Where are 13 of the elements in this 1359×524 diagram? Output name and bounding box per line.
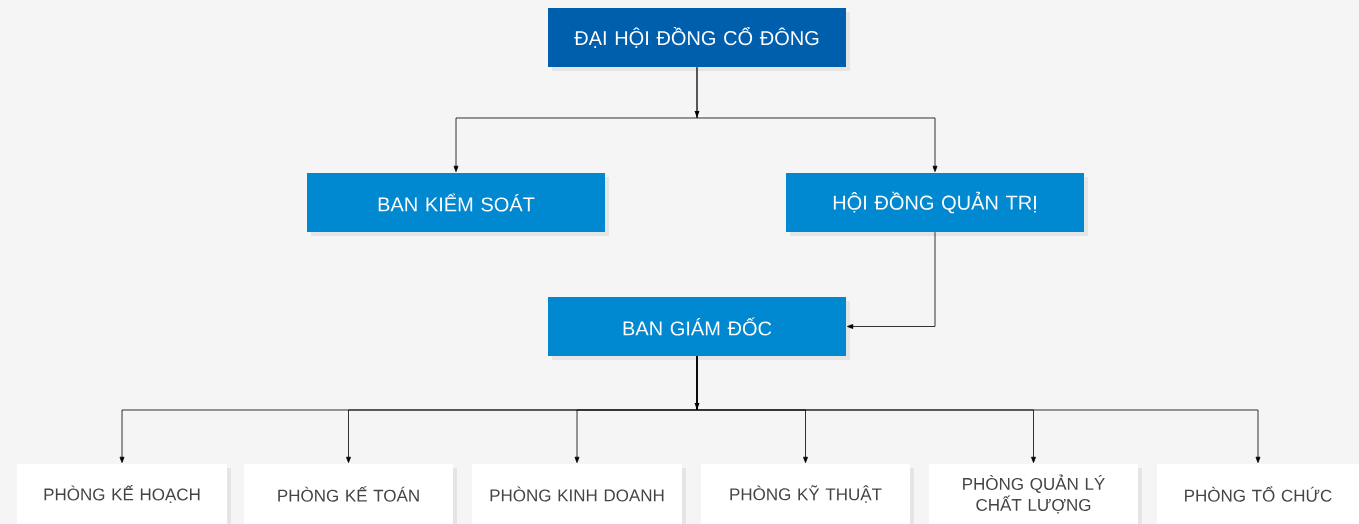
header-box: ĐẠI HỘI ĐỒNG CỔ ĐÔNG (548, 8, 850, 71)
arrow (847, 231, 936, 329)
department-box: PHÒNG TỔ CHỨC (1157, 464, 1359, 524)
department-box: PHÒNG KINH DOANH (472, 464, 686, 524)
arrow (696, 66, 938, 172)
org-box: HỘI ĐỒNG QUẢN TRỊ (786, 173, 1088, 236)
department-box: PHÒNG KẾ HOẠCH (17, 464, 231, 524)
arrow (696, 355, 1261, 463)
department-box: PHÒNG KẾ TOÁN (244, 464, 457, 524)
department-box: PHÒNG QUẢN LÝ CHẤT LƯỢNG (929, 464, 1142, 524)
org-box: BAN KIỂM SOÁT (307, 173, 609, 236)
department-box: PHÒNG KỸ THUẬT (701, 464, 914, 524)
org-box: BAN GIÁM ĐỐC (548, 297, 850, 360)
